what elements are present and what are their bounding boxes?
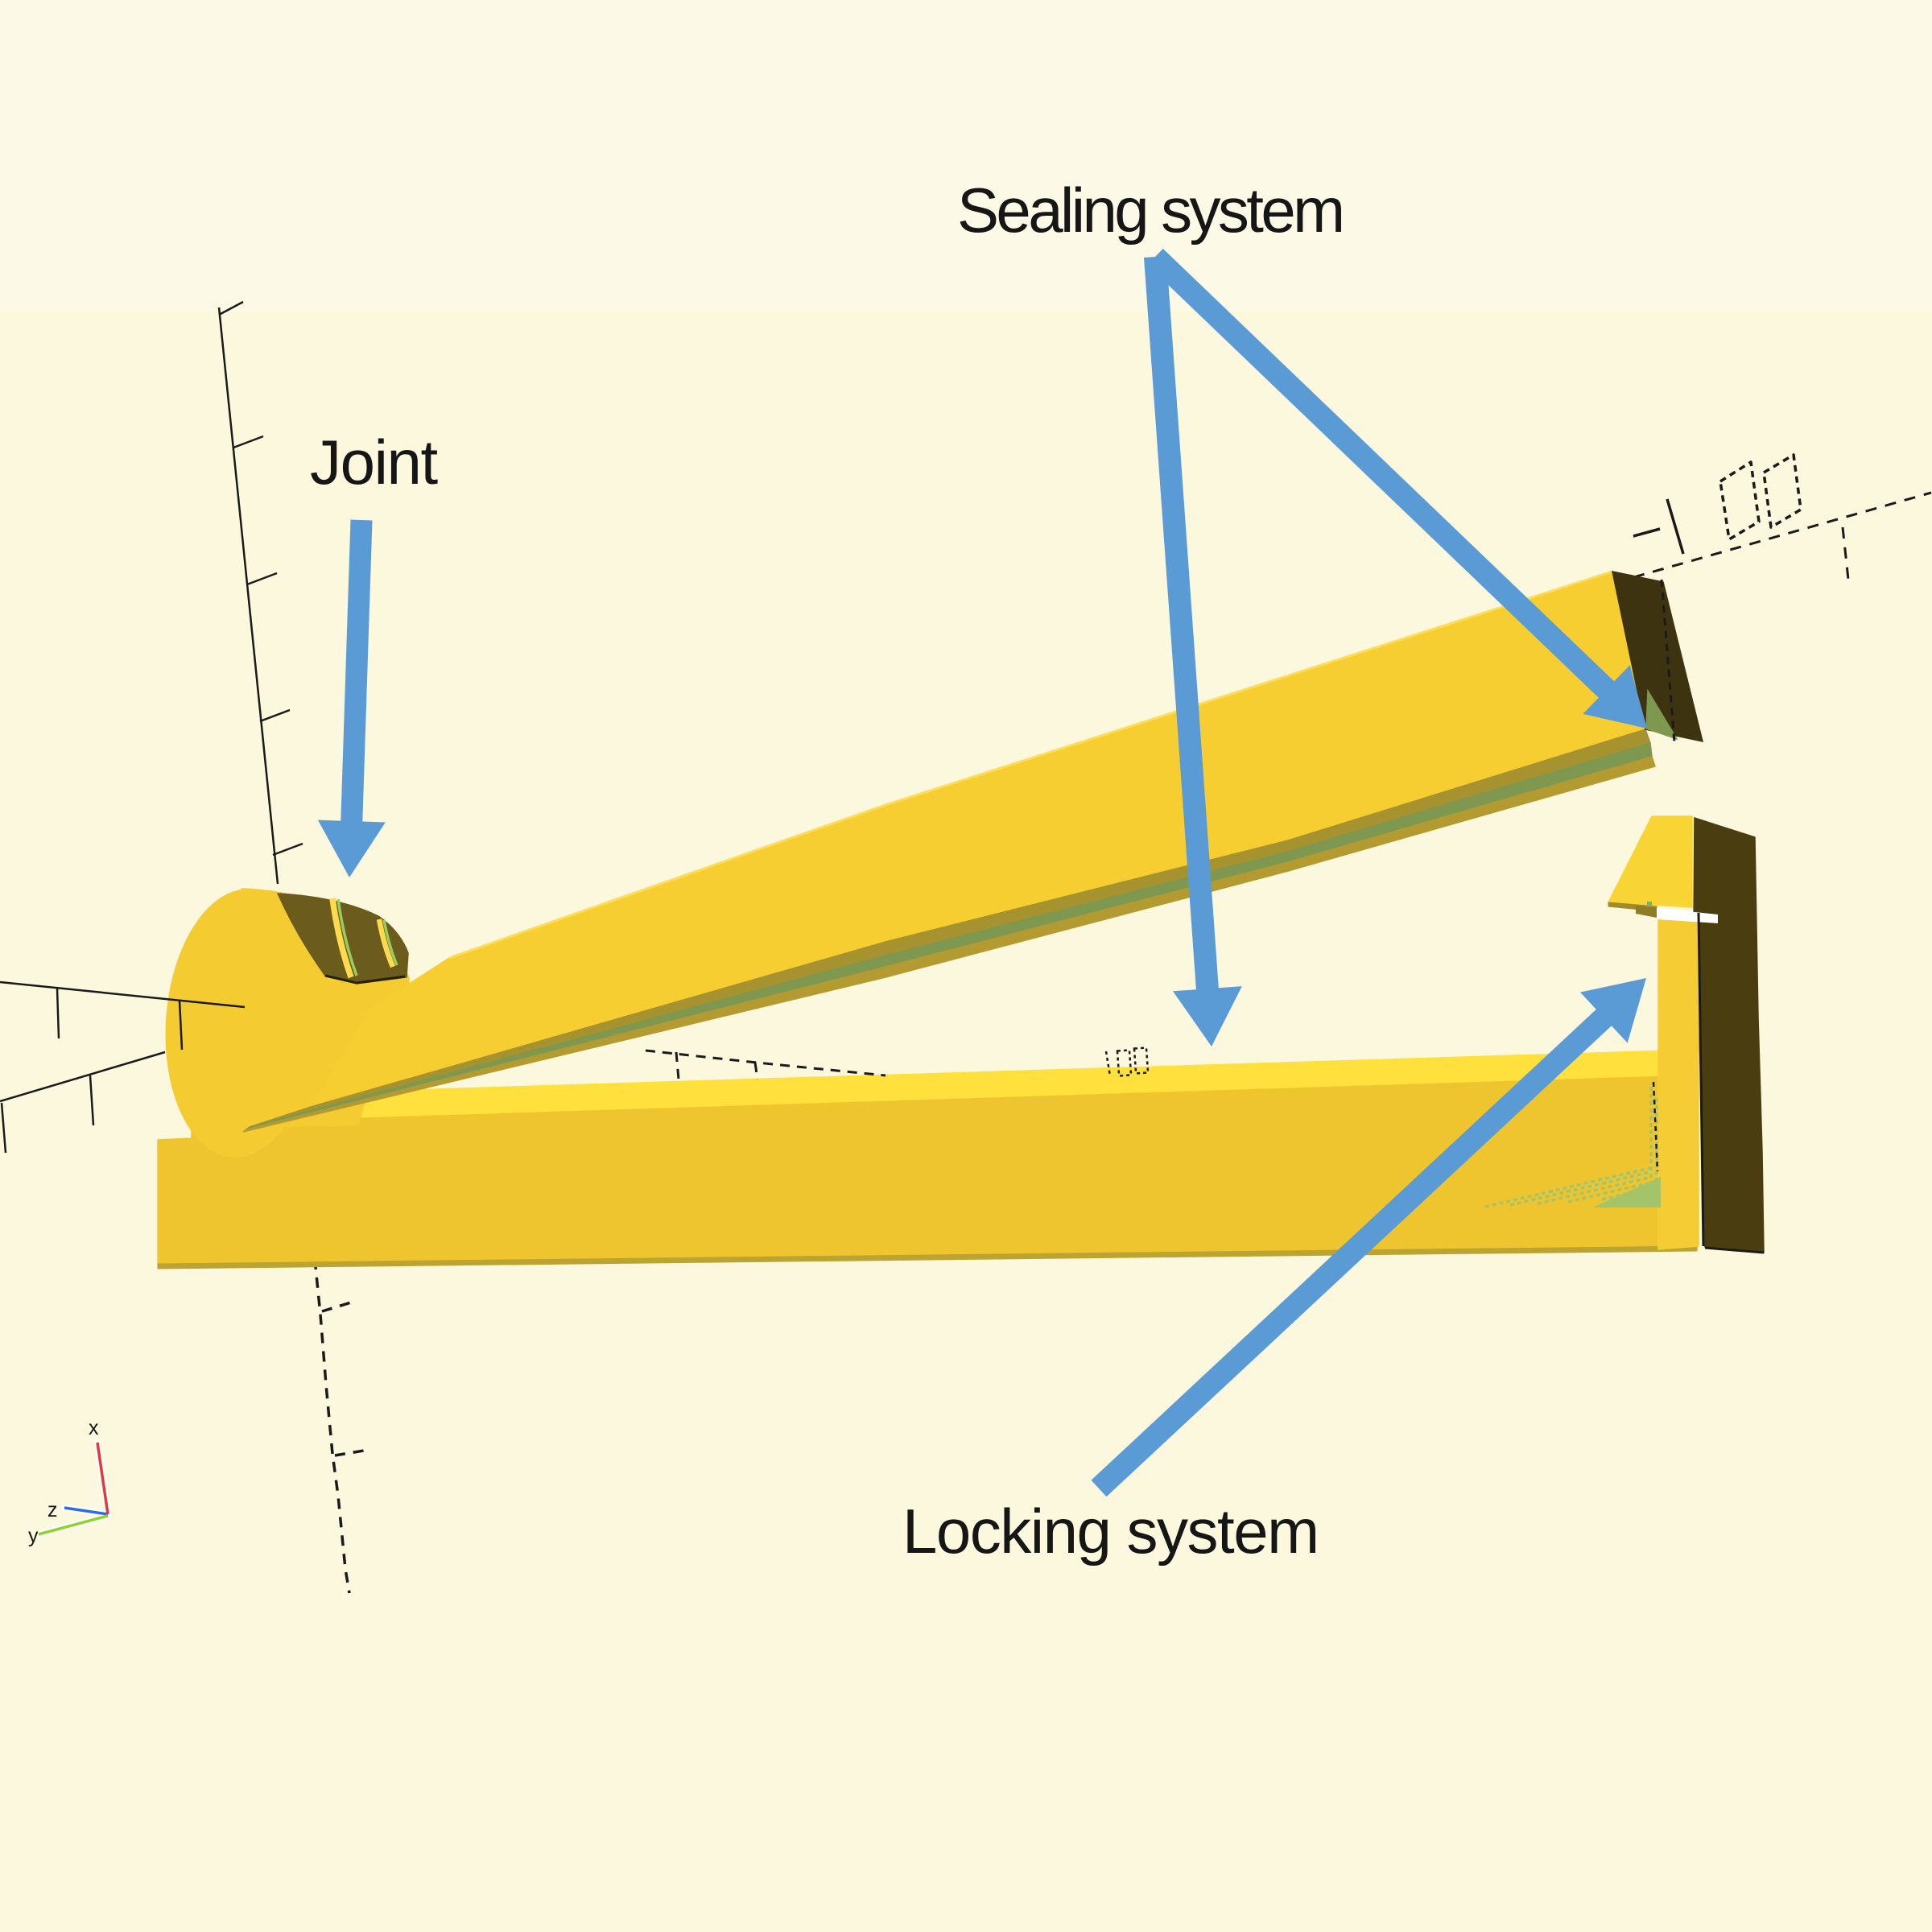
svg-text:x: x [89,1417,99,1439]
svg-text:Sealing system: Sealing system [957,175,1343,246]
svg-text:y: y [28,1525,39,1547]
svg-text:Locking system: Locking system [902,1496,1319,1567]
svg-text:z: z [47,1499,58,1521]
svg-text:Joint: Joint [310,427,438,497]
